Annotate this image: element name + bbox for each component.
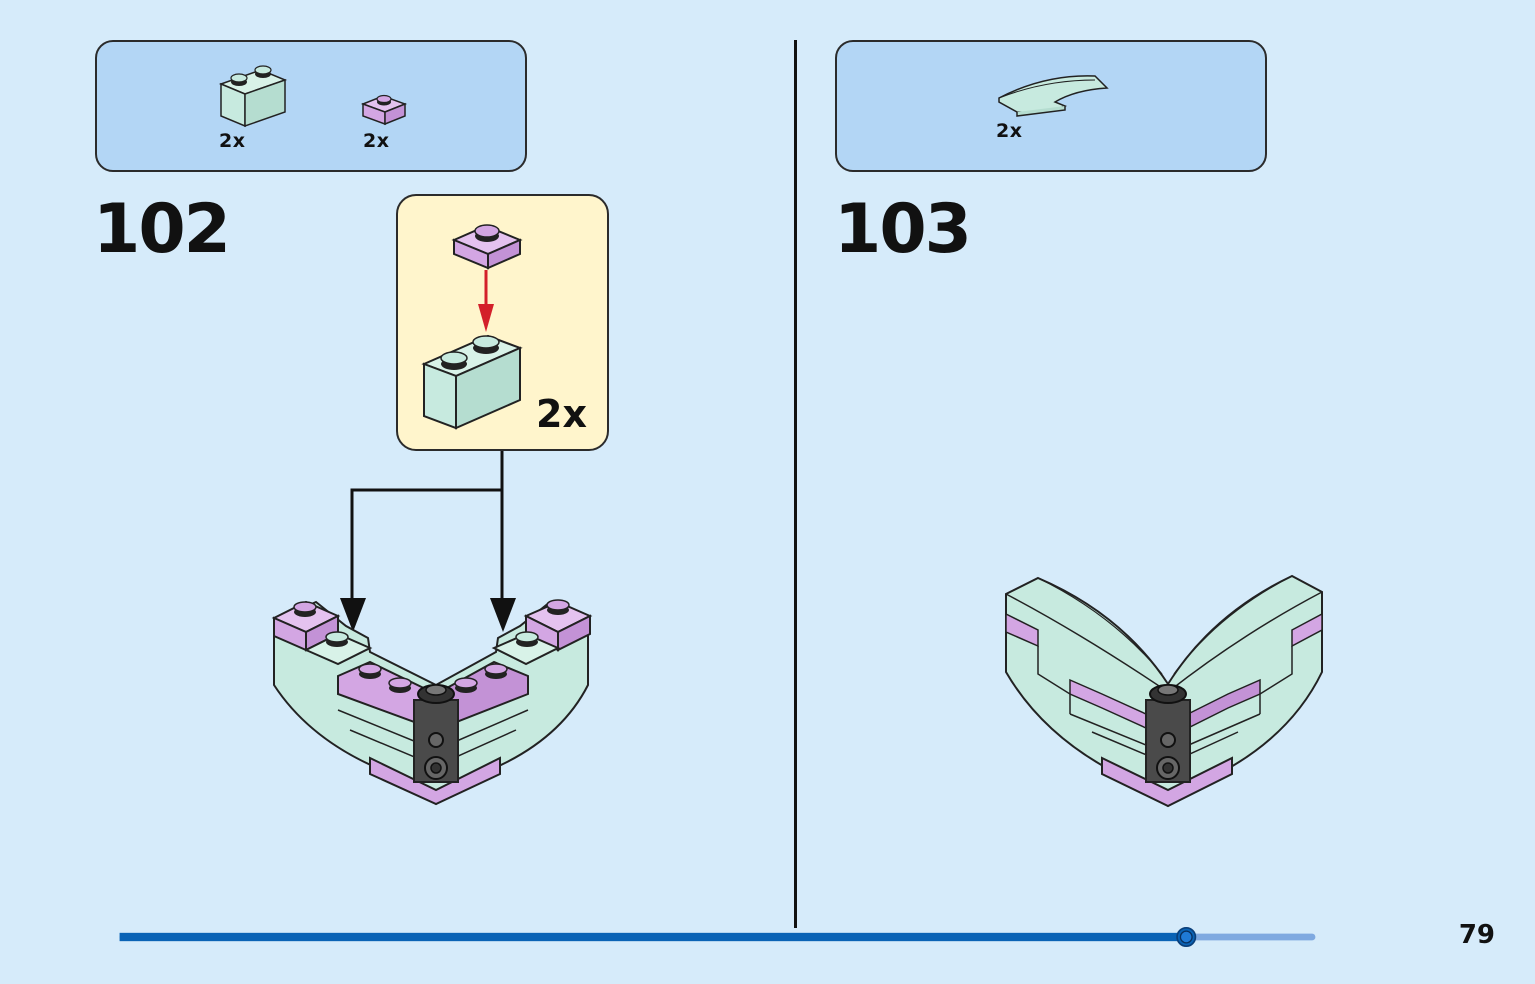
arrow-down-icon [490,598,516,632]
step-number-103: 103 [834,190,972,269]
parts-list-step-102: 2x 2x [95,40,527,172]
curved-slope-mint-icon [998,75,1109,117]
part-qty-brick: 2x [219,130,246,152]
model-step-102 [271,599,593,806]
subassembly-callout: 2x [396,194,609,451]
arrow-down-icon [340,598,366,632]
progress-fill [119,932,1187,942]
brick-1x2-mint-icon [218,65,288,128]
page-number: 79 [1458,920,1495,950]
model-step-103 [1005,574,1323,808]
placement-arrows [340,451,516,632]
parts-list-step-103: 2x [835,40,1267,172]
subassembly-illustration [421,224,523,430]
part-qty-plate: 2x [363,130,390,152]
plate-1x1-lavender-icon [360,94,408,126]
step-divider [794,40,797,928]
progress-bar [119,927,1316,947]
step-number-102: 102 [93,190,231,269]
part-qty-slope: 2x [996,120,1023,142]
subassembly-qty: 2x [536,392,587,436]
